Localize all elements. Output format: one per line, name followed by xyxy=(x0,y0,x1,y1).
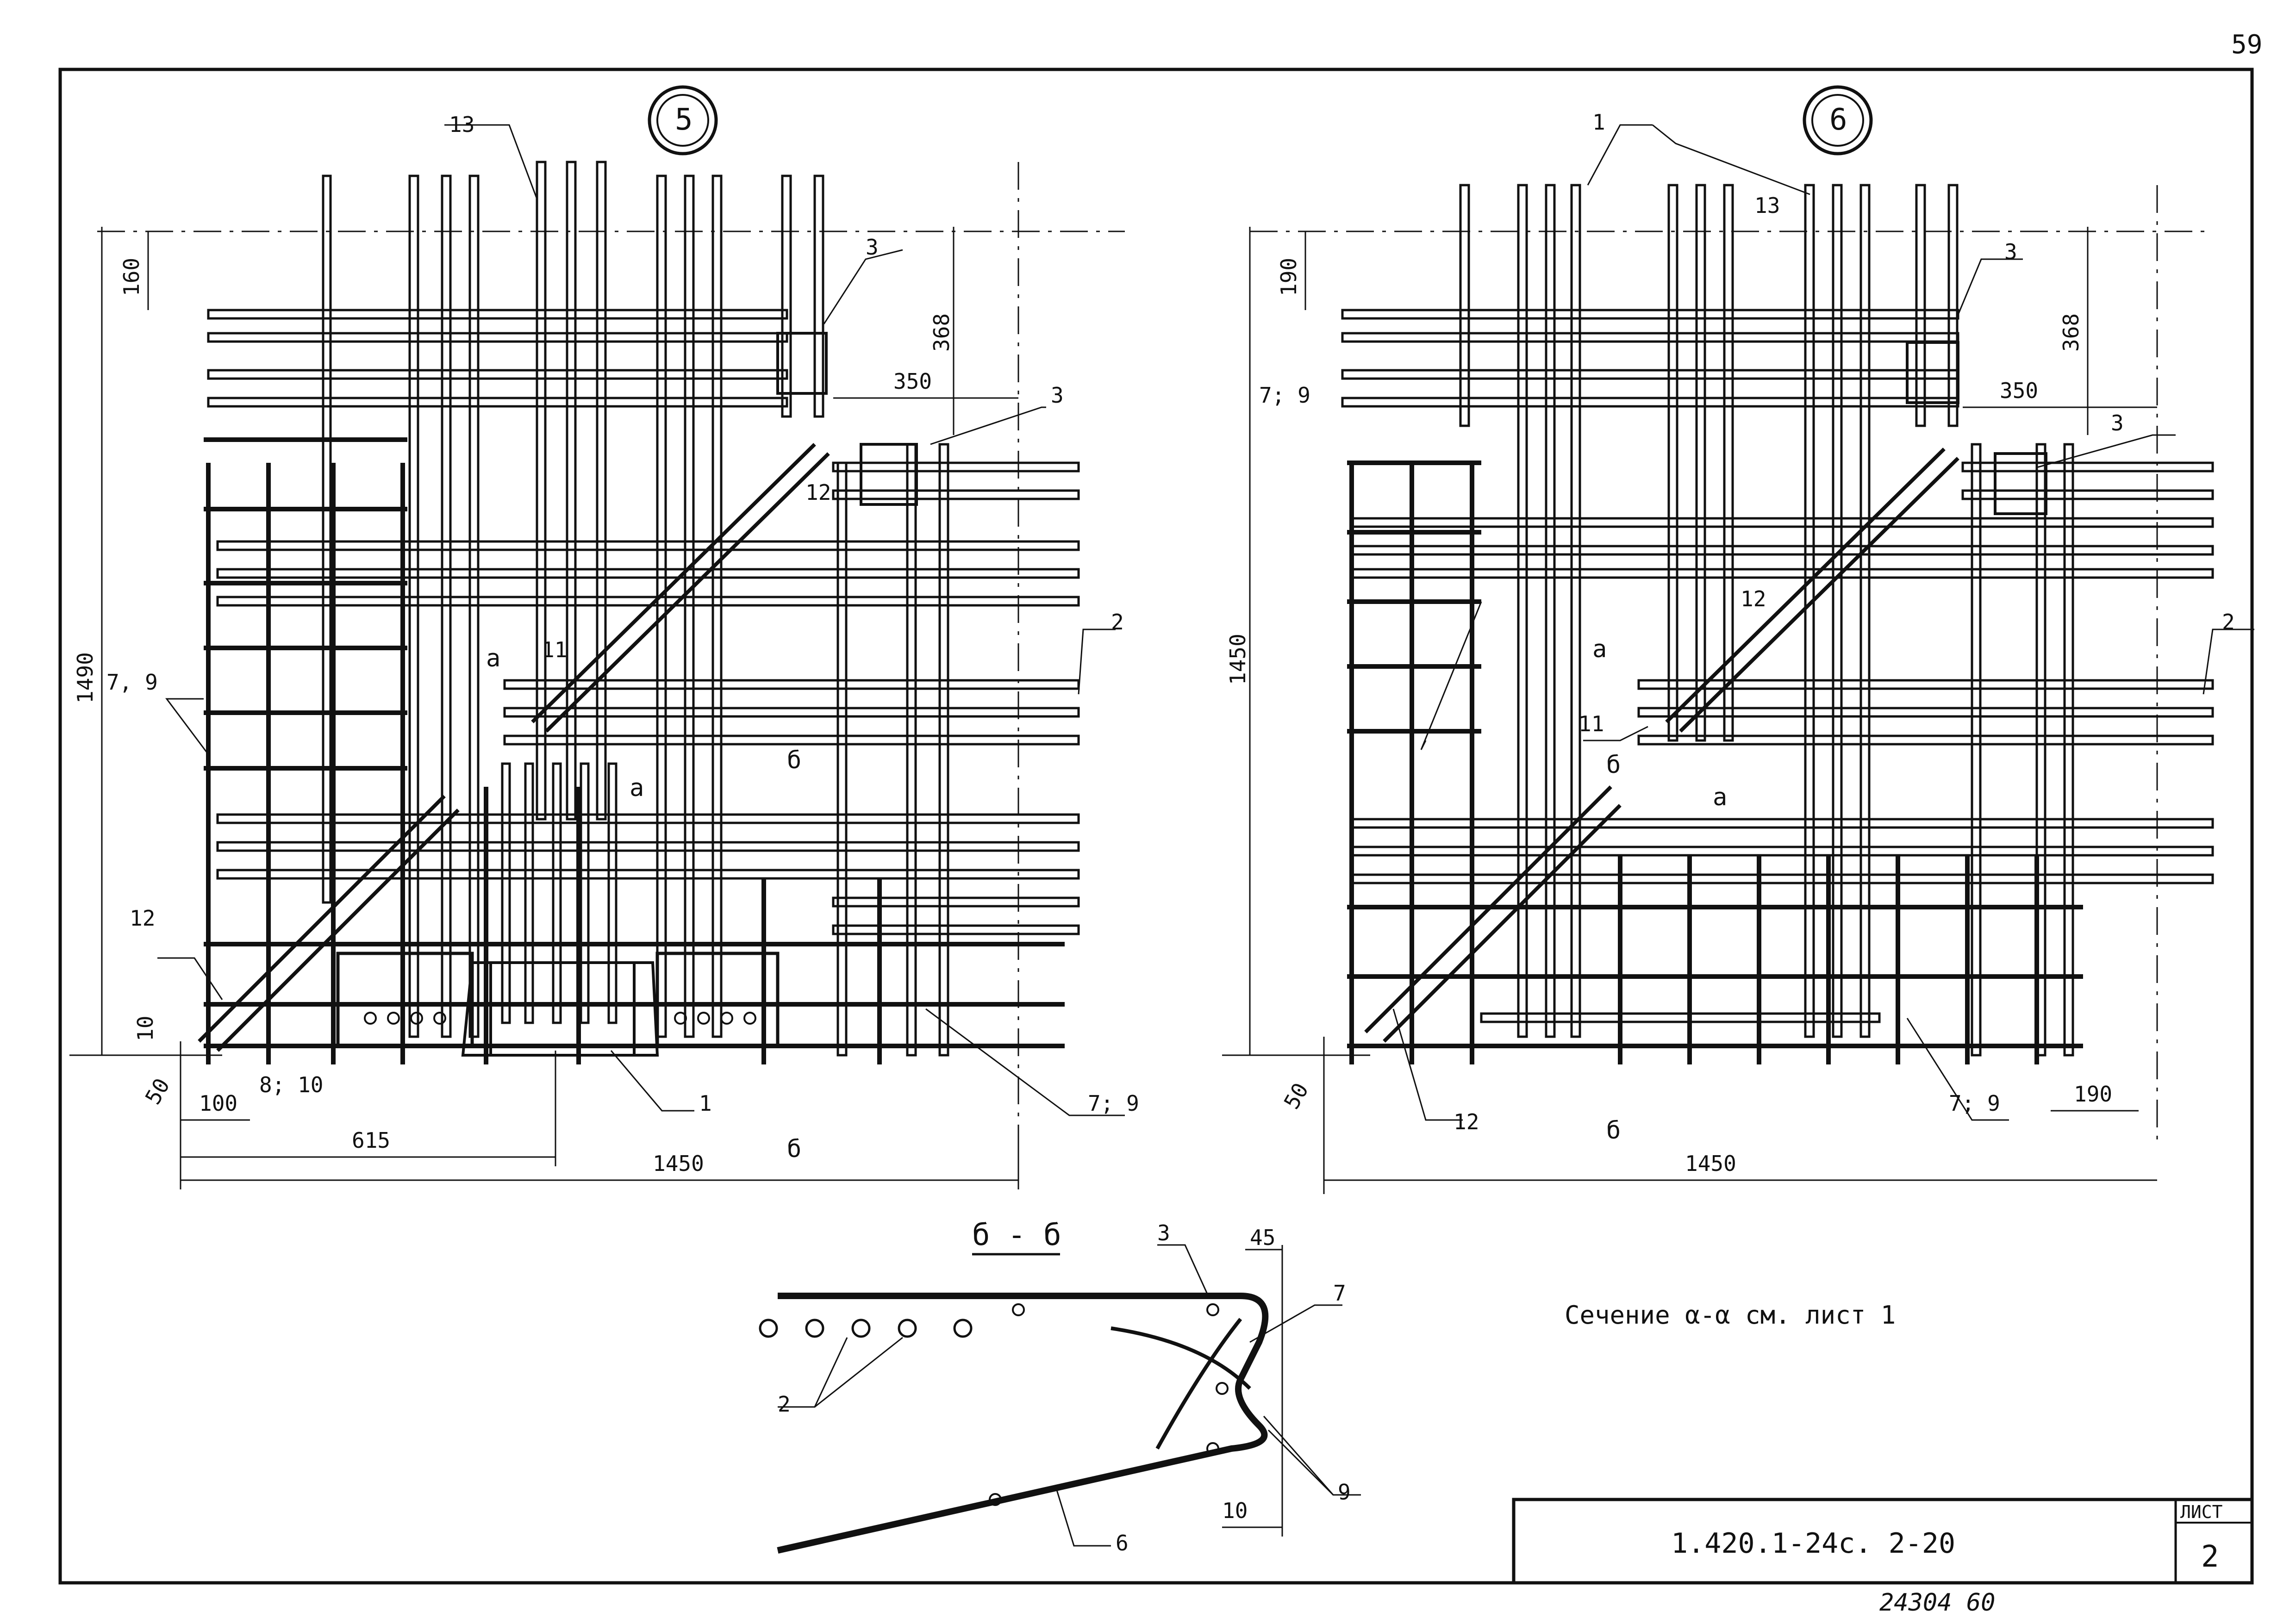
svg-text:7; 9: 7; 9 xyxy=(1259,383,1310,408)
svg-text:3: 3 xyxy=(2004,239,2017,264)
svg-text:1450: 1450 xyxy=(1225,634,1250,685)
view-number-left: 5 xyxy=(675,103,693,137)
svg-text:1: 1 xyxy=(699,1091,712,1116)
svg-text:а: а xyxy=(1592,635,1607,663)
section-labels: б - б 45 10 3 7 2 9 6 xyxy=(778,1218,1351,1556)
svg-text:2: 2 xyxy=(2222,610,2235,635)
svg-text:б: б xyxy=(787,747,801,774)
drawing-designation: 1.420.1-24с. 2-20 xyxy=(1671,1527,1955,1560)
sheet-frame xyxy=(58,68,2254,1585)
list-label: ЛИСТ xyxy=(2180,1502,2223,1522)
svg-text:11: 11 xyxy=(542,637,567,662)
svg-text:350: 350 xyxy=(2000,378,2038,403)
svg-text:7; 9: 7; 9 xyxy=(1088,1091,1139,1116)
svg-text:11: 11 xyxy=(1578,711,1604,736)
section-title: б - б xyxy=(972,1218,1061,1252)
svg-text:12: 12 xyxy=(130,906,155,931)
view-right-labels: 6 1 13 3 7; 9 3 12 2 11 12 7; 9 190 368 … xyxy=(1225,103,2235,1176)
svg-text:1490: 1490 xyxy=(73,652,98,703)
svg-text:13: 13 xyxy=(1754,193,1780,218)
svg-text:7: 7 xyxy=(1333,1281,1346,1306)
svg-text:1450: 1450 xyxy=(1685,1151,1736,1176)
svg-text:12: 12 xyxy=(1454,1109,1479,1134)
svg-text:3: 3 xyxy=(1157,1220,1170,1245)
svg-text:3: 3 xyxy=(866,235,879,260)
svg-text:3: 3 xyxy=(1051,383,1064,408)
view-number-right: 6 xyxy=(1829,103,1847,137)
svg-text:6: 6 xyxy=(1116,1531,1129,1556)
svg-text:50: 50 xyxy=(1279,1079,1313,1114)
view-right xyxy=(1222,85,2254,1194)
svg-text:368: 368 xyxy=(929,313,954,352)
svg-text:а: а xyxy=(630,774,644,802)
svg-text:1: 1 xyxy=(1592,110,1605,135)
svg-text:190: 190 xyxy=(2074,1082,2112,1107)
view-number-circle xyxy=(1803,85,1873,156)
svg-text:10: 10 xyxy=(133,1016,158,1041)
svg-text:8; 10: 8; 10 xyxy=(259,1072,323,1097)
svg-text:9: 9 xyxy=(1338,1480,1351,1505)
title-block xyxy=(1512,1498,2254,1585)
page-number: 59 xyxy=(2231,30,2262,60)
svg-text:2: 2 xyxy=(1111,610,1124,635)
svg-text:50: 50 xyxy=(140,1074,175,1109)
svg-text:3: 3 xyxy=(2111,411,2124,436)
svg-text:13: 13 xyxy=(449,112,474,137)
svg-text:б: б xyxy=(787,1135,801,1163)
view-number-circle xyxy=(648,85,718,156)
svg-text:350: 350 xyxy=(893,369,932,394)
view-left xyxy=(69,85,1125,1189)
svg-text:190: 190 xyxy=(1276,258,1301,296)
svg-text:а: а xyxy=(486,645,500,672)
svg-text:7, 9: 7, 9 xyxy=(106,670,158,695)
svg-text:45: 45 xyxy=(1250,1225,1275,1250)
svg-text:368: 368 xyxy=(2059,313,2084,352)
svg-text:б: б xyxy=(1606,751,1621,779)
view-left-labels: 5 13 3 3 12 11 2 7, 9 12 8; 10 1 7; 9 16… xyxy=(73,103,1139,1176)
svg-text:160: 160 xyxy=(119,258,144,296)
svg-text:100: 100 xyxy=(199,1091,237,1116)
svg-text:12: 12 xyxy=(1741,586,1766,611)
svg-text:б: б xyxy=(1606,1117,1621,1145)
section-b-b xyxy=(759,1244,1361,1554)
svg-text:а: а xyxy=(1713,784,1727,811)
svg-text:2: 2 xyxy=(778,1392,791,1417)
svg-text:10: 10 xyxy=(1222,1498,1248,1523)
svg-text:615: 615 xyxy=(352,1128,390,1153)
list-number: 2 xyxy=(2201,1540,2219,1574)
svg-text:1450: 1450 xyxy=(653,1151,704,1176)
section-reference-note: Сечение α-α см. лист 1 xyxy=(1565,1300,1896,1330)
svg-text:7; 9: 7; 9 xyxy=(1949,1091,2000,1116)
svg-text:12: 12 xyxy=(805,480,831,505)
inventory-number: 24304 60 xyxy=(1879,1589,1995,1617)
